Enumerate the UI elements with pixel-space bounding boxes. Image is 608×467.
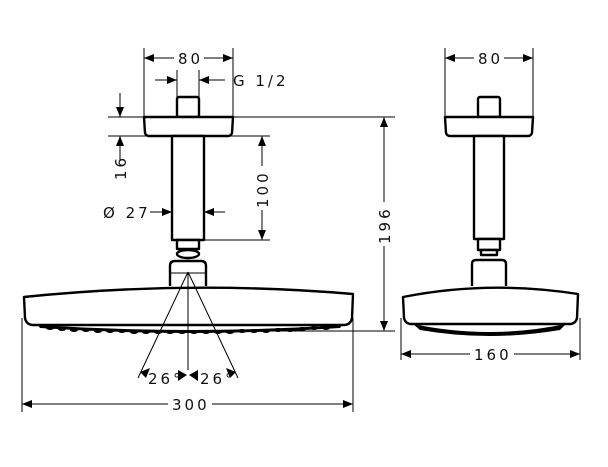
angle-arrow-right <box>226 368 236 378</box>
arm-collar <box>175 238 201 251</box>
nozzle-row <box>38 325 342 334</box>
side-ball-joint <box>479 248 499 257</box>
dim-arm-diameter-label: Ø 27 <box>103 204 151 222</box>
spray-angle-left-label: 26° <box>148 370 184 388</box>
dim-thread-label: G 1/2 <box>233 72 289 90</box>
dim-total-height-label: 196 <box>376 206 394 244</box>
ceiling-flange <box>142 115 235 138</box>
ball-joint <box>175 248 201 260</box>
side-shower-arm <box>472 134 506 241</box>
side-joint-housing <box>470 258 508 286</box>
side-ceiling-flange <box>443 115 535 138</box>
angle-arrow-center-right <box>189 370 198 381</box>
spray-angle-right-label: 26° <box>200 370 236 388</box>
shower-arm <box>170 134 206 242</box>
spray-line-right <box>187 271 239 379</box>
shower-head-side <box>401 286 580 326</box>
spray-line-left <box>137 271 189 379</box>
dim-flange-width-label: 80 <box>178 50 203 68</box>
dim-head-depth-label: 160 <box>474 346 512 364</box>
side-nozzle-row <box>413 324 566 336</box>
dim-head-width-label: 300 <box>172 396 210 414</box>
angle-arrow-center-left <box>178 370 187 381</box>
front-view: 26° 26° 80 G 1/2 16 100 Ø 27 196 <box>21 48 395 414</box>
side-arm-collar <box>476 237 502 252</box>
thread-nipple <box>175 95 201 119</box>
side-view: 80 160 <box>400 48 581 364</box>
dim-side-flange-width-label: 80 <box>478 50 503 68</box>
dim-flange-height-label: 16 <box>112 155 130 180</box>
dim-arm-length-label: 100 <box>254 170 272 208</box>
angle-arrow-left <box>140 368 150 378</box>
side-thread-nipple <box>476 95 502 119</box>
